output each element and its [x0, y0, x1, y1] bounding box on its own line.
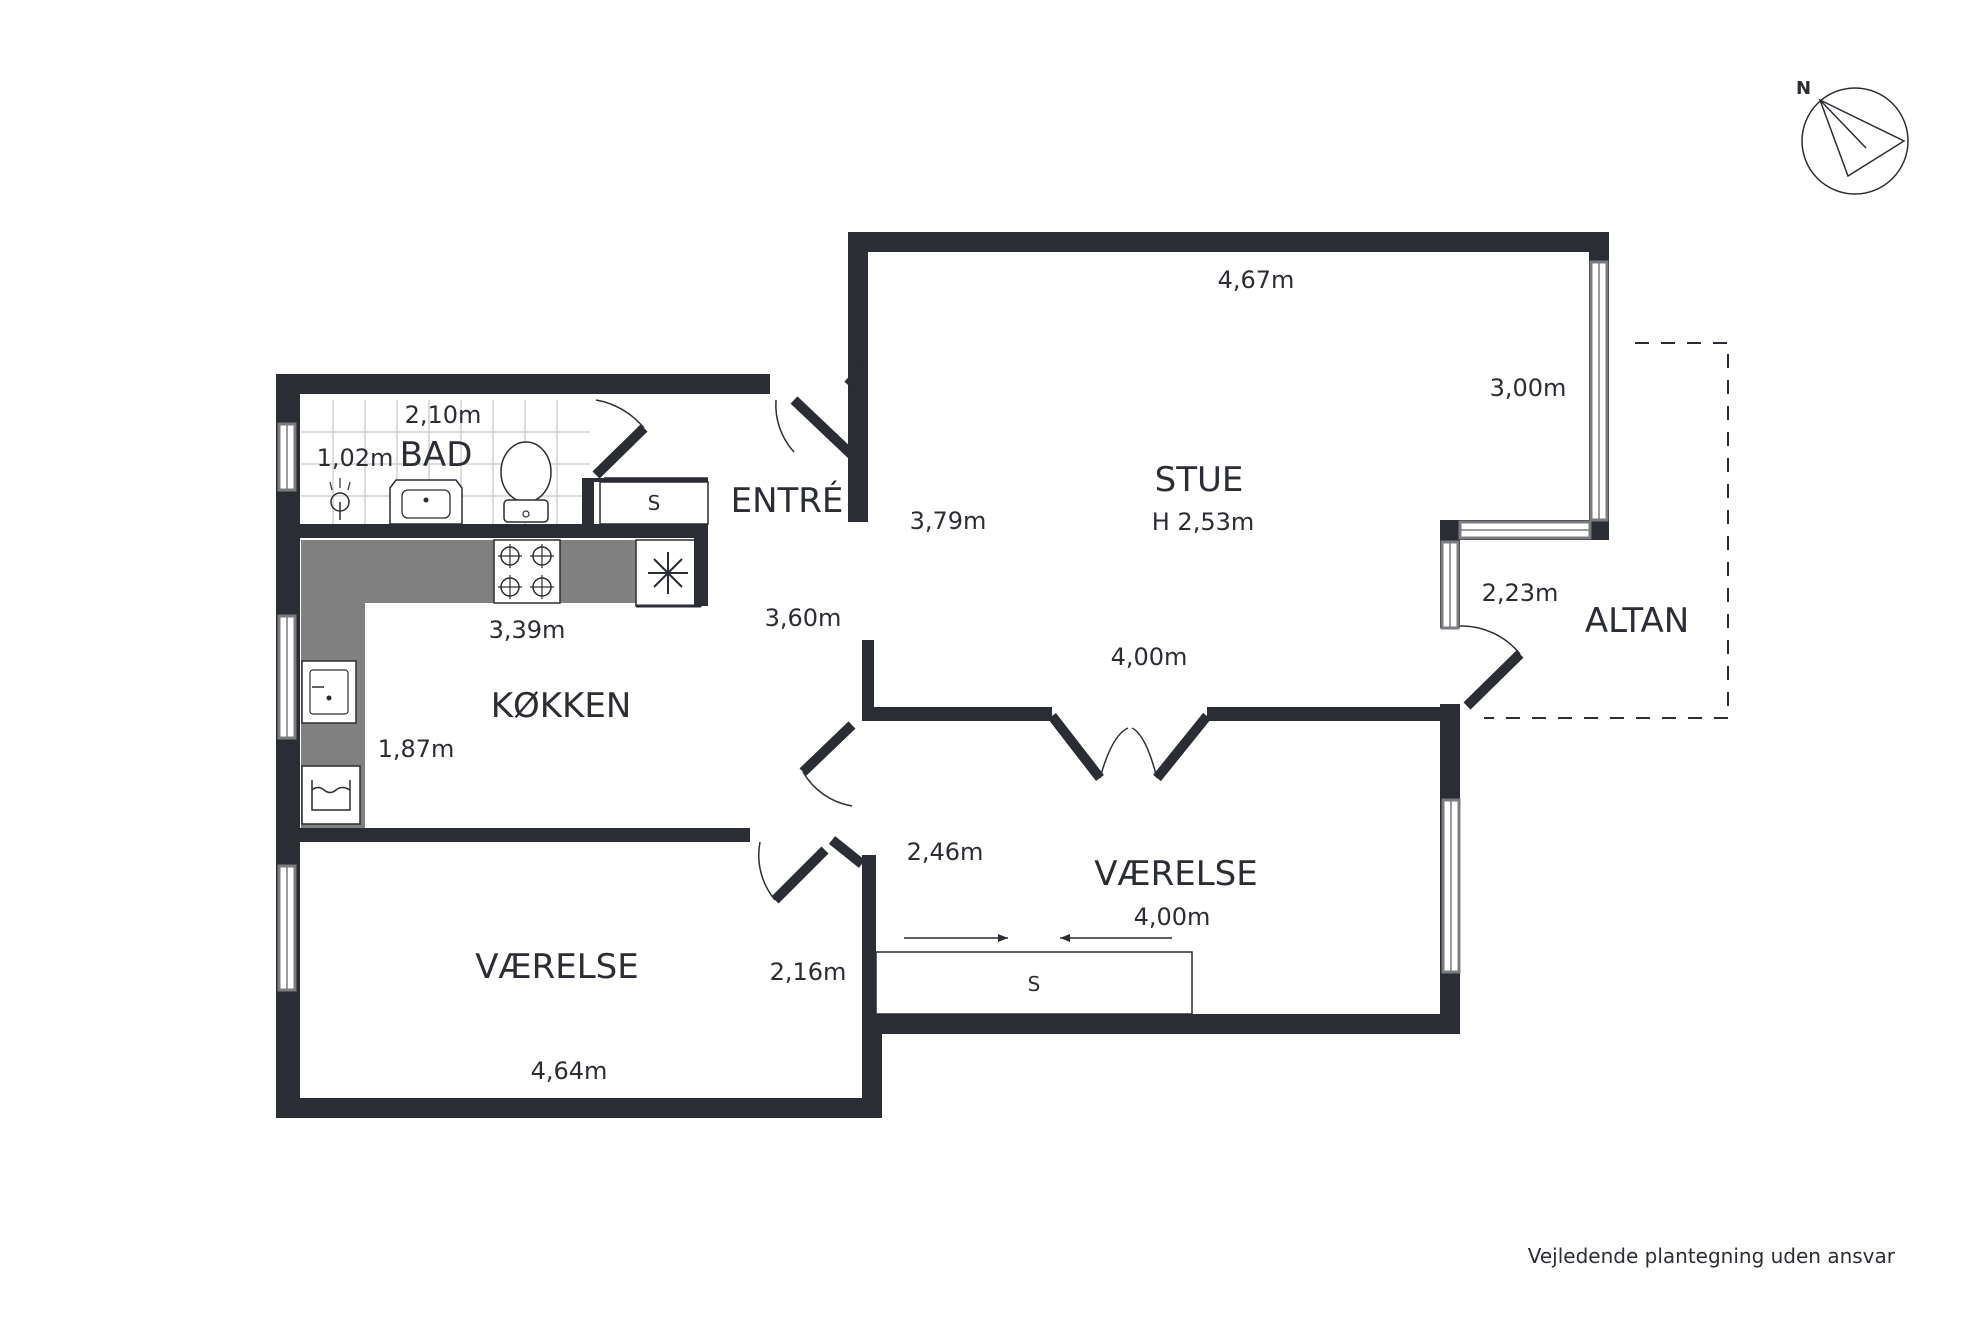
room-label-altan: ALTAN	[1585, 601, 1689, 641]
doors	[592, 366, 1524, 904]
room-label-vaerelse-left: VÆRELSE	[475, 947, 639, 987]
shower-icon	[329, 478, 351, 520]
north-label: N	[1796, 78, 1811, 99]
dim-vaerelse-left-depth: 2,16m	[770, 958, 847, 986]
dim-vaerelse-left-width: 4,64m	[531, 1057, 608, 1085]
closet-label-vaerelse: S	[1028, 972, 1041, 996]
fridge-icon	[635, 539, 702, 608]
closet-label-entre: S	[648, 491, 661, 515]
closets	[599, 477, 1193, 1015]
dimension-labels: 4,67m 3,00m 3,79m 4,00m 2,23m 2,10m 1,02…	[317, 266, 1567, 1085]
dim-vaerelse-right-depth: 2,46m	[907, 838, 984, 866]
disclaimer-text: Vejledende plantegning uden ansvar	[1528, 1244, 1896, 1268]
toilet-icon	[500, 441, 552, 523]
dim-bad-depth: 1,02m	[317, 444, 394, 472]
dim-bad-width: 2,10m	[405, 401, 482, 429]
room-labels: STUE H 2,53m BAD ENTRÉ KØKKEN VÆRELSE VÆ…	[400, 435, 1690, 987]
room-label-kokken: KØKKEN	[491, 686, 632, 726]
entre-closet	[599, 481, 709, 525]
north-arrow-icon	[1818, 98, 1906, 178]
bathroom-sink-icon	[389, 479, 463, 525]
dim-altan-side: 2,23m	[1482, 579, 1559, 607]
dim-kokken-depth: 1,87m	[378, 735, 455, 763]
room-label-bad: BAD	[400, 435, 473, 475]
dim-stue-width: 4,67m	[1218, 266, 1295, 294]
compass: N	[1796, 78, 1909, 195]
dim-stue-left: 3,79m	[910, 507, 987, 535]
bathroom-fixtures	[329, 441, 552, 525]
dim-entre: 3,60m	[765, 604, 842, 632]
vaerelse-closet	[875, 951, 1193, 1015]
dim-kokken-width: 3,39m	[489, 616, 566, 644]
kitchen-counter	[301, 539, 702, 828]
room-label-vaerelse-right: VÆRELSE	[1094, 854, 1258, 894]
windows	[277, 260, 1609, 992]
dim-stue-bottom: 4,00m	[1111, 643, 1188, 671]
stove-icon	[493, 539, 561, 604]
dim-stue-depth: 3,00m	[1490, 374, 1567, 402]
room-label-stue: STUE	[1155, 460, 1244, 500]
room-label-entre: ENTRÉ	[731, 480, 844, 521]
washer-icon	[301, 765, 361, 825]
dim-vaerelse-right-width: 4,00m	[1134, 903, 1211, 931]
room-height-stue: H 2,53m	[1152, 508, 1255, 536]
